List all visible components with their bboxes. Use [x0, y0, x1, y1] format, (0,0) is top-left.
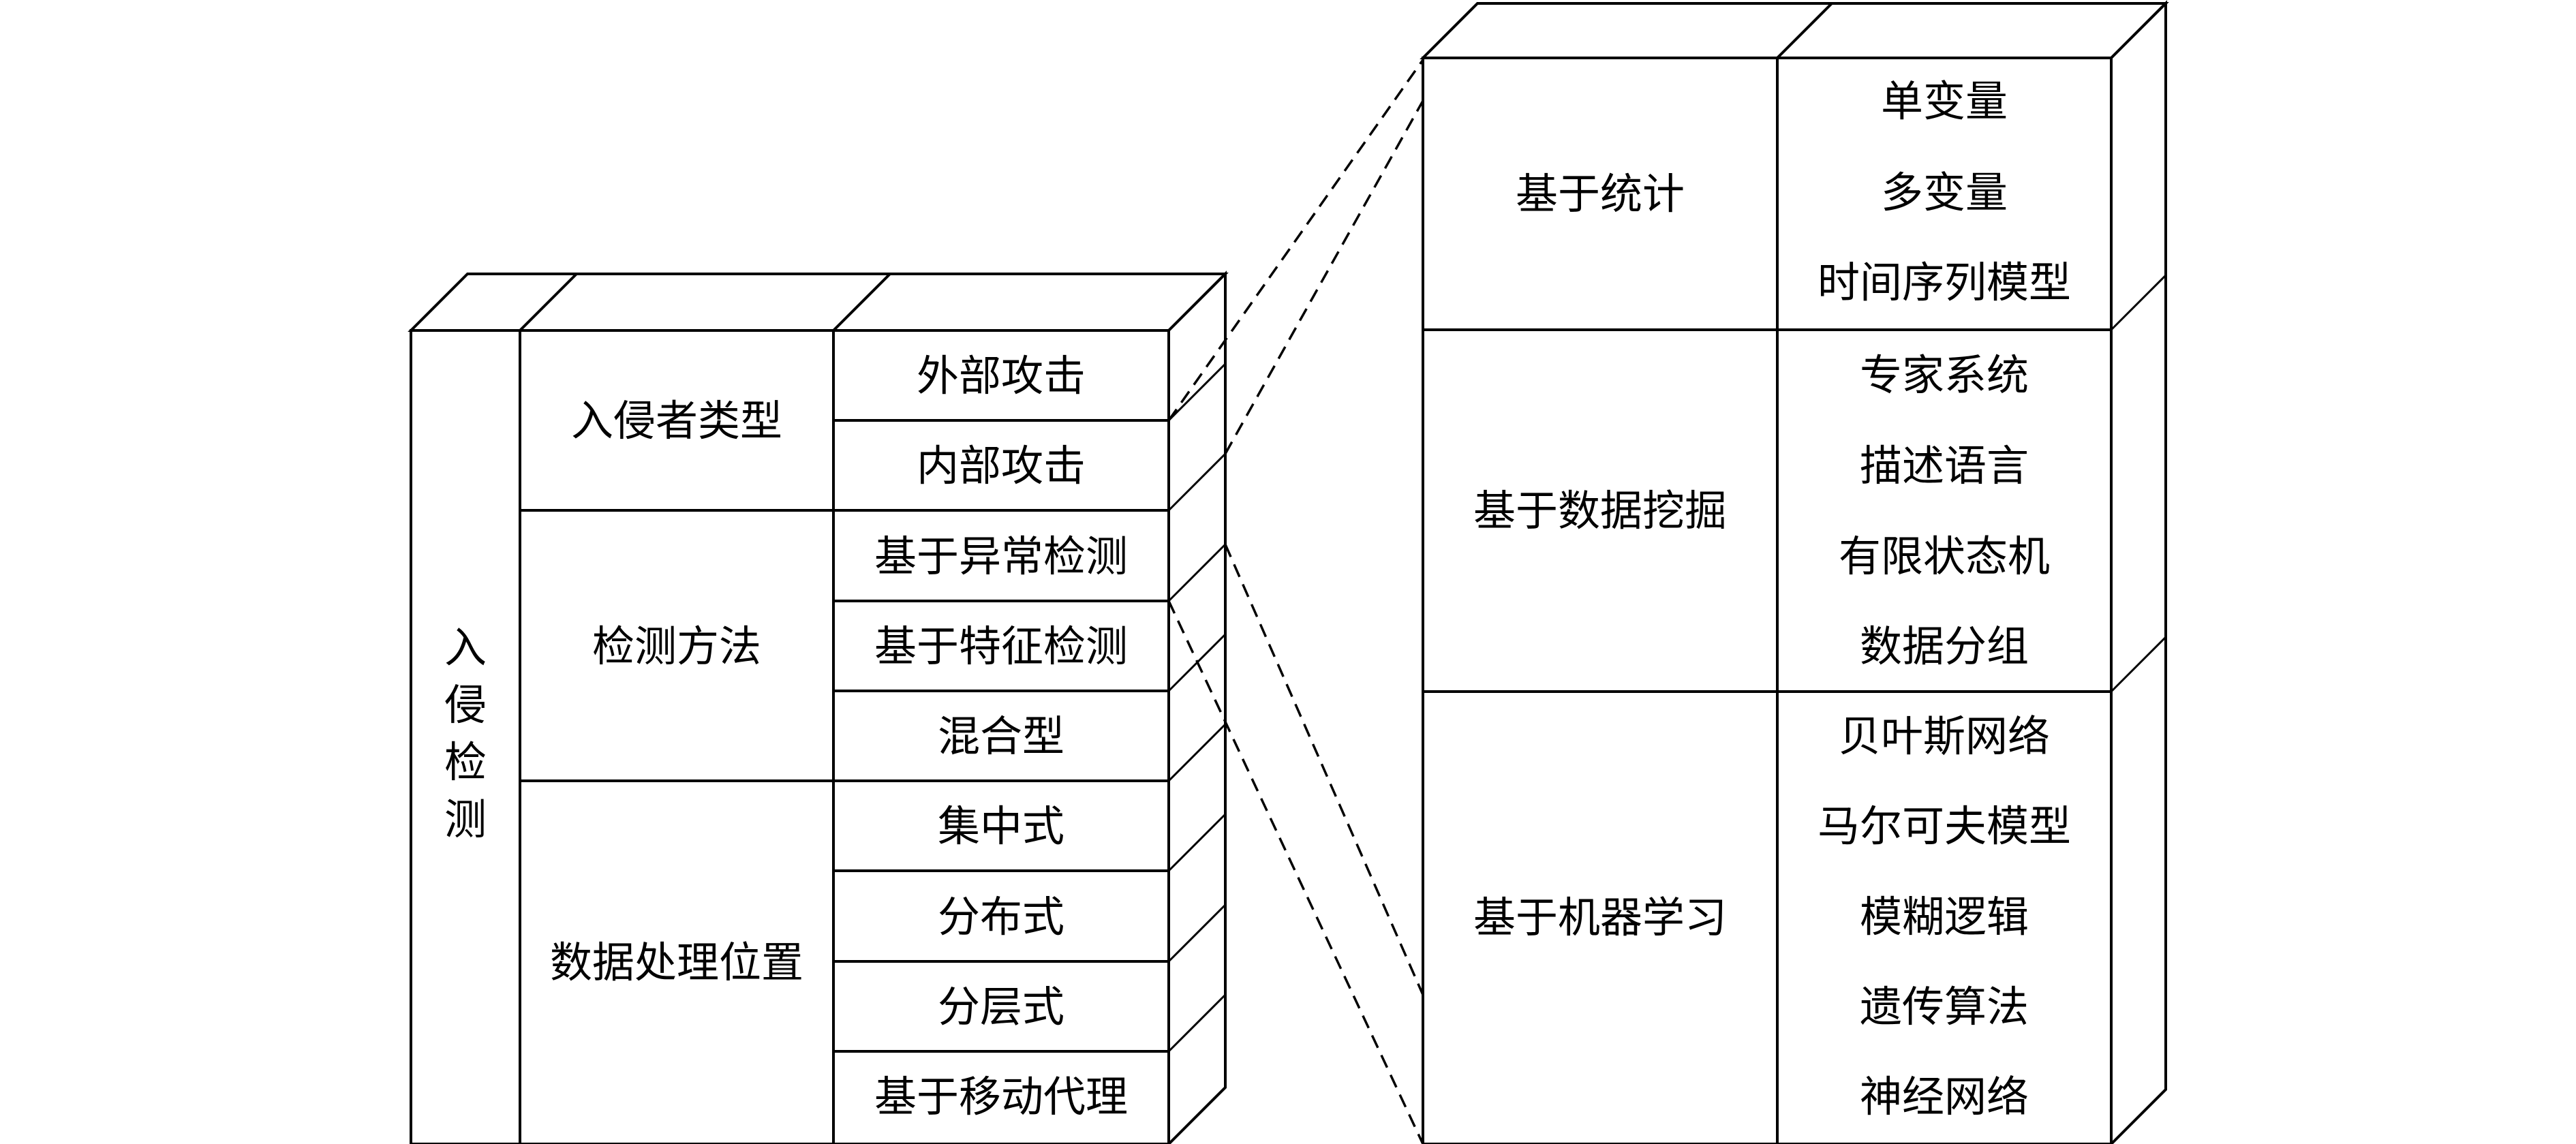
item-hybrid: 混合型: [938, 711, 1064, 761]
category-data-processing-location: 数据处理位置: [550, 938, 803, 987]
root-label-char: 检: [444, 737, 487, 787]
item-data-clustering: 数据分组: [1860, 621, 2029, 671]
item-centralized: 集中式: [938, 801, 1064, 851]
right-block: 基于统计 基于数据挖掘 基于机器学习 单变量 多变量 时间序列模型 专家系统 描…: [1420, 0, 2169, 1144]
category-detection-method: 检测方法: [592, 621, 761, 671]
item-signature-detection: 基于特征检测: [874, 621, 1128, 671]
item-external-attack: 外部攻击: [917, 351, 1086, 401]
left-block-top-face: [408, 273, 1229, 332]
item-distributed: 分布式: [938, 892, 1064, 942]
right-block-top-face: [1420, 2, 2169, 59]
left-block-front-face: [410, 329, 1170, 1144]
zoom-connectors: [1167, 3, 1479, 1144]
item-mobile-agent: 基于移动代理: [874, 1072, 1128, 1122]
right-block-side-face: [2110, 0, 2167, 1144]
item-multivariate: 多变量: [1881, 168, 2008, 217]
item-univariate: 单变量: [1881, 76, 2008, 126]
item-internal-attack: 内部攻击: [917, 441, 1086, 491]
item-time-series-model: 时间序列模型: [1818, 258, 2071, 307]
item-fuzzy-logic: 模糊逻辑: [1860, 892, 2029, 942]
item-genetic-algorithm: 遗传算法: [1860, 982, 2029, 1032]
item-finite-state-machine: 有限状态机: [1839, 531, 2050, 581]
category-statistics-based: 基于统计: [1516, 169, 1685, 219]
item-hierarchical: 分层式: [938, 982, 1064, 1032]
root-label-char: 侵: [444, 680, 487, 730]
category-machine-learning-based: 基于机器学习: [1473, 893, 1727, 942]
left-block-side-face: [1167, 270, 1227, 1144]
item-neural-network: 神经网络: [1860, 1072, 2029, 1122]
left-block: 入 侵 检 测 入侵者类型 检测方法 数据处理位置 外部攻击 内部攻击 基于异常…: [408, 270, 1229, 1144]
item-anomaly-detection: 基于异常检测: [874, 531, 1128, 581]
root-label-char: 测: [444, 794, 487, 844]
item-bayesian-network: 贝叶斯网络: [1839, 711, 2050, 761]
right-block-front-face: [1422, 57, 2113, 1144]
category-intruder-type: 入侵者类型: [571, 396, 782, 446]
root-label-char: 入: [444, 623, 487, 673]
root-label: 入 侵 检 测: [444, 623, 487, 844]
item-expert-system: 专家系统: [1860, 350, 2029, 400]
category-data-mining-based: 基于数据挖掘: [1473, 486, 1727, 536]
item-markov-model: 马尔可夫模型: [1818, 801, 2071, 851]
item-description-language: 描述语言: [1860, 441, 2029, 491]
